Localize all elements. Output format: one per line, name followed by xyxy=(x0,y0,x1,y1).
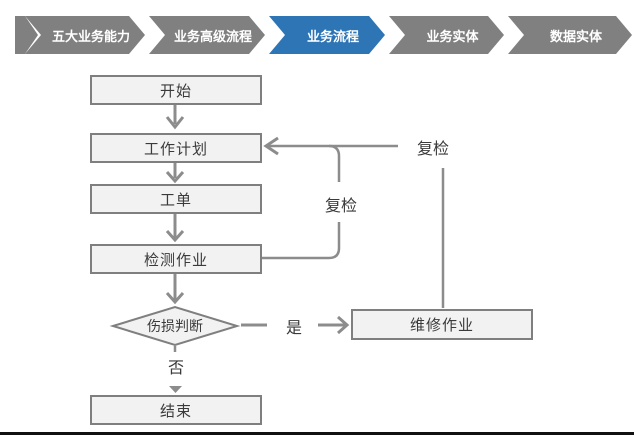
flow-node-inspection: 检测作业 xyxy=(90,244,262,274)
arrow-inspect-to-decision xyxy=(165,274,185,305)
nav-step-label: 业务流程 xyxy=(306,28,359,44)
edge-label-text: 是 xyxy=(285,320,302,337)
nav-step-label: 业务高级流程 xyxy=(173,28,252,44)
edge-label-text: 否 xyxy=(167,360,184,377)
arrow-start-to-plan xyxy=(165,105,185,130)
flow-node-repair: 维修作业 xyxy=(351,309,533,340)
edge-label-yes: 是 xyxy=(279,316,309,337)
nav-step-label: 五大业务能力 xyxy=(51,28,130,44)
flow-node-label: 伤损判断 xyxy=(147,318,203,334)
nav-step-data-entity[interactable]: 数据实体 xyxy=(508,16,632,54)
nav-step-highlevel-process[interactable]: 业务高级流程 xyxy=(149,16,265,54)
flow-node-label: 工单 xyxy=(159,191,192,209)
flow-node-label: 结束 xyxy=(159,402,192,420)
no-branch-arrowhead-icon xyxy=(169,386,182,393)
flow-node-label: 检测作业 xyxy=(143,251,208,269)
edge-label-text: 复检 xyxy=(416,141,449,158)
flow-node-end: 结束 xyxy=(90,395,262,425)
arrow-order-to-inspect xyxy=(165,214,185,243)
arrow-plan-to-order xyxy=(165,163,185,184)
flow-node-label: 维修作业 xyxy=(409,317,474,334)
nav-step-business-process[interactable]: 业务流程 xyxy=(269,16,385,54)
page-bottom-divider xyxy=(0,432,634,435)
nav-step-business-entity[interactable]: 业务实体 xyxy=(389,16,504,54)
flow-node-work-plan: 工作计划 xyxy=(90,133,262,163)
edge-label-text: 复检 xyxy=(324,198,357,215)
recheck-loop-inner-bottom xyxy=(262,222,341,260)
flow-node-work-order: 工单 xyxy=(90,184,262,214)
flow-node-label: 工作计划 xyxy=(143,140,208,158)
nav-step-label: 业务实体 xyxy=(426,28,479,44)
recheck-arrowhead-icon xyxy=(263,136,279,156)
nav-step-label: 数据实体 xyxy=(549,28,602,44)
arrow-yes-to-repair xyxy=(318,315,350,335)
recheck-loop-inner-top xyxy=(328,144,341,182)
edge-label-no: 否 xyxy=(161,356,191,377)
flow-node-label: 开始 xyxy=(159,82,192,100)
nav-step-capabilities[interactable]: 五大业务能力 xyxy=(25,16,145,54)
edge-label-recheck-inner: 复检 xyxy=(316,194,366,215)
edge-label-recheck-outer: 复检 xyxy=(408,137,458,158)
flow-node-start: 开始 xyxy=(90,75,262,105)
flow-node-damage-decision: 伤损判断 xyxy=(113,307,237,345)
